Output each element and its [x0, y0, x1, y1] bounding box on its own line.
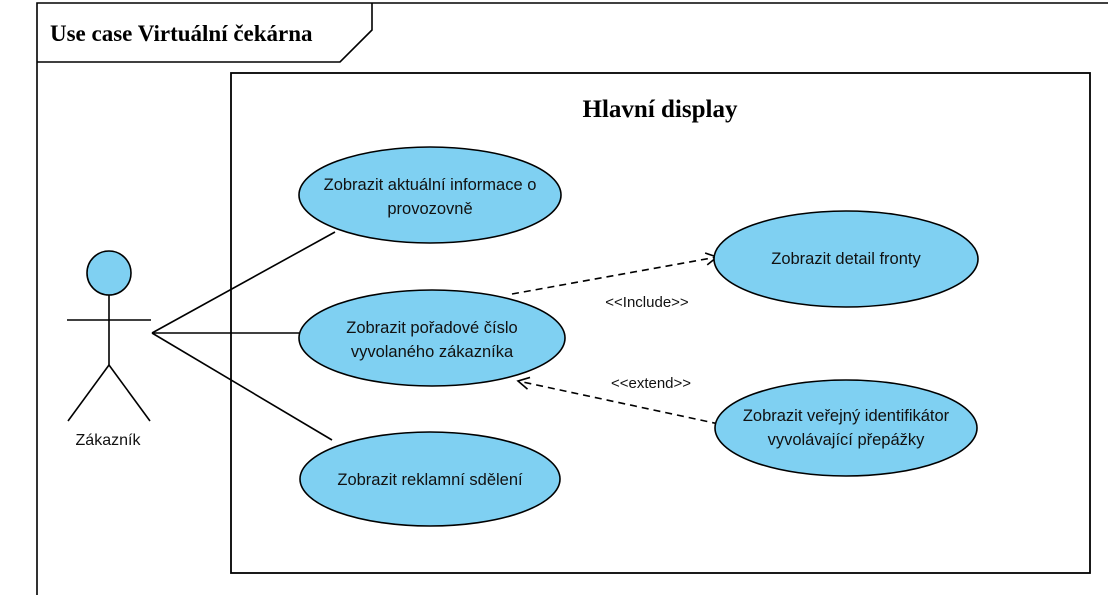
actor-left-leg [67, 364, 110, 422]
extend-label: <<extend>> [611, 375, 691, 392]
use-case-info-line-1: Zobrazit aktuální informace o [324, 176, 537, 194]
use-case-ads[interactable]: Zobrazit reklamní sdělení [299, 431, 561, 527]
dependency-relations: <<Include>> <<extend>> [511, 252, 720, 425]
actor-name: Zákazník [76, 432, 142, 449]
use-case-identifier-line-2: vyvolávající přepážky [768, 431, 926, 449]
system-title: Hlavní display [583, 96, 738, 123]
use-case-number-line-2: vyvolaného zákazníka [351, 343, 514, 361]
include-label: <<Include>> [605, 294, 689, 311]
association-ads [151, 332, 333, 441]
actor-right-leg [108, 364, 151, 422]
use-case-info[interactable]: Zobrazit aktuální informace o provozovně [298, 146, 562, 244]
actor-associations [151, 231, 336, 441]
use-case-number-line-1: Zobrazit pořadové číslo [346, 319, 518, 337]
use-case-detail[interactable]: Zobrazit detail fronty [713, 210, 979, 308]
extend-arrow [516, 376, 720, 425]
include-arrow [511, 252, 719, 295]
actor-zakaznik: Zákazník [67, 250, 151, 449]
use-case-ads-line-1: Zobrazit reklamní sdělení [337, 471, 523, 489]
use-case-detail-line-1: Zobrazit detail fronty [771, 250, 921, 268]
frame-title: Use case Virtuální čekárna [50, 21, 313, 46]
diagram-frame: Use case Virtuální čekárna [36, 2, 1108, 595]
actor-head [86, 250, 132, 296]
use-case-info-line-2: provozovně [387, 200, 472, 218]
use-case-identifier-line-1: Zobrazit veřejný identifikátor [743, 407, 950, 425]
use-case-number[interactable]: Zobrazit pořadové číslo vyvolaného zákaz… [298, 289, 566, 387]
use-case-identifier[interactable]: Zobrazit veřejný identifikátor vyvolávaj… [714, 379, 978, 477]
association-info [151, 231, 336, 334]
